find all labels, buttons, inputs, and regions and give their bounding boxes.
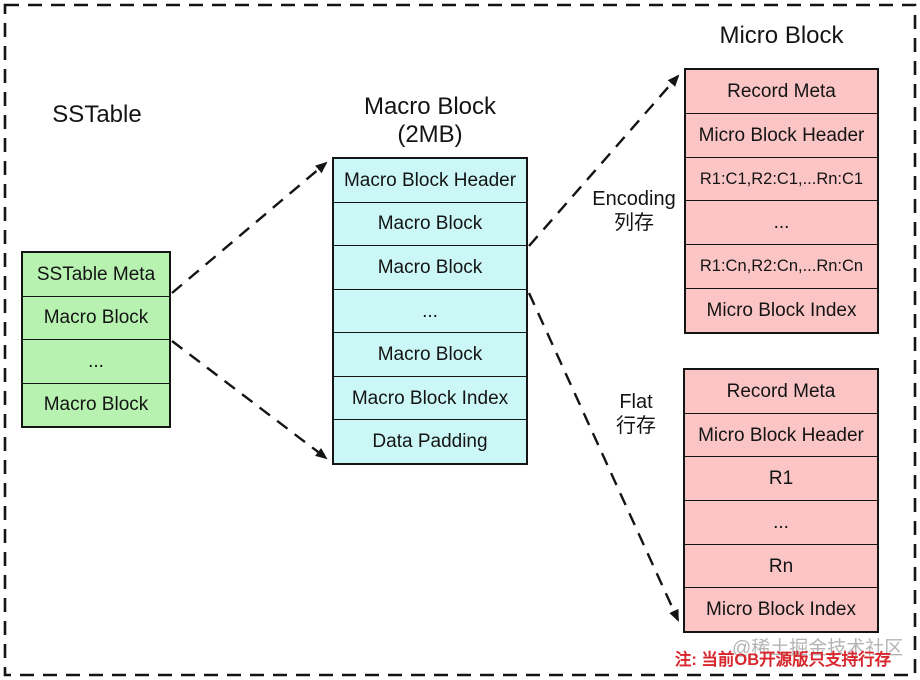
macro-block-table: Macro Block Header Macro Block Macro Blo… [332,157,528,465]
micro-enc-row-record-meta: Record Meta [727,80,836,102]
micro-enc-row-header: Micro Block Header [686,112,877,157]
encoding-column-store-label: Encoding 列存 [584,187,684,235]
micro-flat-row-r1: R1 [685,456,877,500]
flat-label-line2: 行存 [616,415,656,437]
sstable-row-ellipsis: ... [23,339,169,383]
macro-block-title-line1: Macro Block [363,93,497,120]
micro-enc-row-index: Micro Block Index [686,288,877,332]
sstable-table: SSTable Meta Macro Block ... Macro Block [21,251,171,428]
macro-row-data-padding: Data Padding [334,419,526,463]
sstable-row-macro-block-2: Macro Block [23,382,169,427]
macro-row-block-3: Macro Block [334,332,526,376]
arrow-sstable-to-macro-top [171,161,328,294]
flat-row-store-label: Flat 行存 [586,390,686,438]
micro-block-title: Micro Block [719,22,844,49]
macro-row-block-2: Macro Block [334,245,526,289]
micro-block-flat-table: Record Meta Micro Block Header R1 ... Rn… [683,368,879,633]
micro-block-encoding-table: Record Meta Micro Block Header R1:C1,R2:… [684,68,879,334]
arrow-sstable-to-macro-bottom [171,340,328,460]
arrow-macro-to-micro-encoding [528,74,680,247]
sstable-row-macro-block-1: Macro Block [23,295,169,340]
micro-enc-row-cn: R1:Cn,R2:Cn,...Rn:Cn [686,244,877,288]
note-row-store-only: 注: 当前OB开源版只支持行存 [674,651,892,669]
flat-label-line1: Flat [619,391,653,413]
macro-row-index: Macro Block Index [334,375,526,420]
micro-flat-row-record-meta: Record Meta [726,380,836,402]
micro-flat-row-rn: Rn [685,543,877,588]
arrow-macro-to-micro-flat [527,292,680,622]
macro-row-block-1: Macro Block [334,201,526,246]
outer-dashed-border [3,3,917,677]
sstable-title: SSTable [52,101,142,128]
macro-row-header: Macro Block Header [343,169,517,191]
encoding-label-line2: 列存 [614,212,654,234]
encoding-label-line1: Encoding [592,188,676,210]
micro-enc-row-ellipsis: ... [686,200,877,244]
macro-row-ellipsis: ... [334,288,526,333]
watermark-text: @稀土掘金技术社区 [732,638,904,659]
micro-enc-row-c1: R1:C1,R2:C1,...Rn:C1 [686,156,877,201]
macro-block-title-line2: (2MB) [397,121,463,148]
micro-flat-row-header: Micro Block Header [685,412,877,457]
macro-block-title: Macro Block (2MB) [322,93,538,149]
sstable-row-meta: SSTable Meta [36,263,156,285]
micro-flat-row-ellipsis: ... [685,500,877,544]
micro-flat-row-index: Micro Block Index [685,587,877,631]
